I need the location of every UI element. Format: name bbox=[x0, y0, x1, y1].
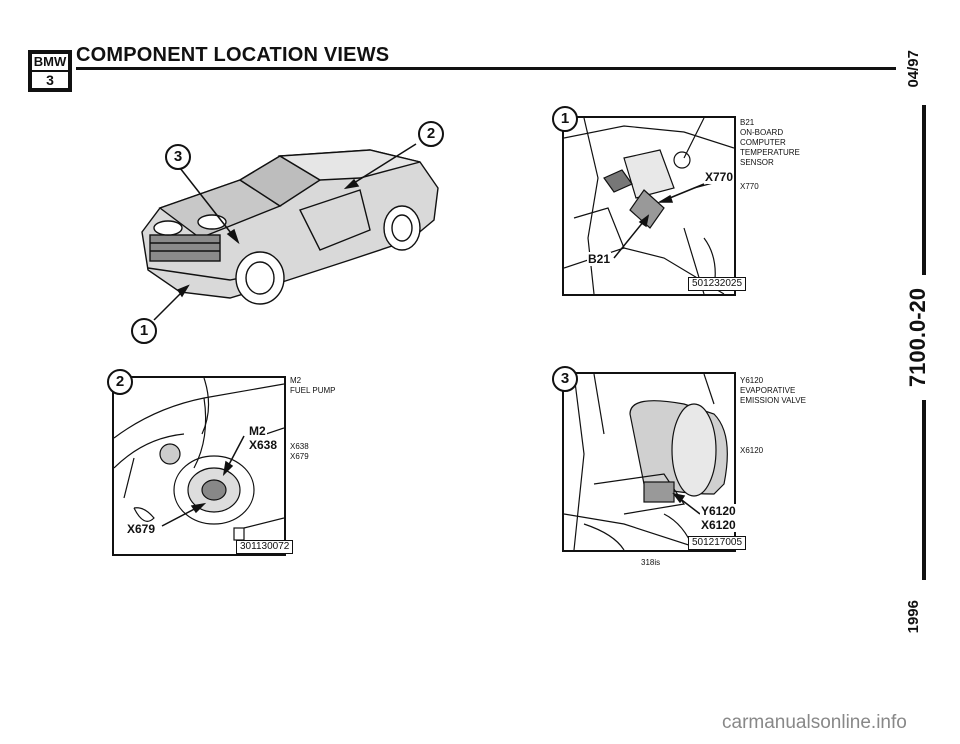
legend-line: FUEL PUMP bbox=[290, 386, 336, 395]
panel-1-number: 1 bbox=[552, 106, 578, 132]
bmw-logo: BMW 3 bbox=[28, 50, 72, 92]
legend-line: TEMPERATURE bbox=[740, 148, 800, 157]
date-code: 04/97 bbox=[905, 50, 922, 88]
title-rule bbox=[76, 67, 896, 70]
watermark: carmanualsonline.info bbox=[722, 712, 907, 733]
margin-rule bbox=[922, 105, 926, 275]
overview-callout-2: 2 bbox=[418, 121, 444, 147]
legend-line: SENSOR bbox=[740, 158, 774, 167]
margin-rule bbox=[922, 400, 926, 580]
model-note: 318is bbox=[641, 558, 661, 567]
legend-line: EVAPORATIVE bbox=[740, 386, 796, 395]
overview-callout-3: 3 bbox=[165, 144, 191, 170]
y6120-label: Y6120 bbox=[700, 504, 737, 518]
panel-1-legend: B21 ON-BOARD COMPUTER TEMPERATURE SENSOR… bbox=[740, 118, 800, 192]
bmw-logo-text: BMW bbox=[32, 54, 68, 70]
x638-label: X638 bbox=[248, 438, 279, 452]
panel-1-part-number: 501232025 bbox=[688, 277, 747, 291]
legend-connector: X6120 bbox=[740, 446, 764, 455]
legend-line: EMISSION VALVE bbox=[740, 396, 806, 405]
panel-2-number: 2 bbox=[107, 369, 133, 395]
legend-line: COMPUTER bbox=[740, 138, 786, 147]
panel-3-legend: Y6120 EVAPORATIVE EMISSION VALVE X6120 bbox=[740, 376, 806, 456]
panel-2-part-number: 301130072 bbox=[236, 540, 294, 554]
legend-line: ON-BOARD bbox=[740, 128, 784, 137]
model-year: 1996 bbox=[905, 600, 922, 634]
page-title: COMPONENT LOCATION VIEWS bbox=[76, 44, 390, 66]
b21-label: B21 bbox=[587, 252, 612, 266]
panel-3-part-number: 501217005 bbox=[688, 536, 747, 550]
x770-label: X770 bbox=[704, 170, 735, 184]
overview-callout-1: 1 bbox=[131, 318, 157, 344]
legend-connector: X638 bbox=[290, 442, 309, 451]
x679-label: X679 bbox=[126, 522, 157, 536]
section-number: 7100.0-20 bbox=[905, 288, 930, 388]
legend-connector: X679 bbox=[290, 452, 309, 461]
panel-2-legend: M2 FUEL PUMP X638 X679 bbox=[290, 376, 336, 462]
evap-valve-illustration bbox=[564, 374, 728, 550]
series-number: 3 bbox=[32, 72, 68, 88]
legend-line: Y6120 bbox=[740, 376, 764, 385]
legend-line: B21 bbox=[740, 118, 755, 127]
m2-label: M2 bbox=[248, 424, 267, 438]
panel-1-photo bbox=[562, 116, 736, 296]
x6120-label: X6120 bbox=[700, 518, 737, 532]
engine-bay-illustration bbox=[564, 118, 734, 294]
legend-connector: X770 bbox=[740, 182, 759, 191]
car-overview-drawing bbox=[141, 143, 439, 321]
fuel-pump-illustration bbox=[114, 378, 284, 541]
panel-3-number: 3 bbox=[552, 366, 578, 392]
legend-line: M2 bbox=[290, 376, 302, 385]
